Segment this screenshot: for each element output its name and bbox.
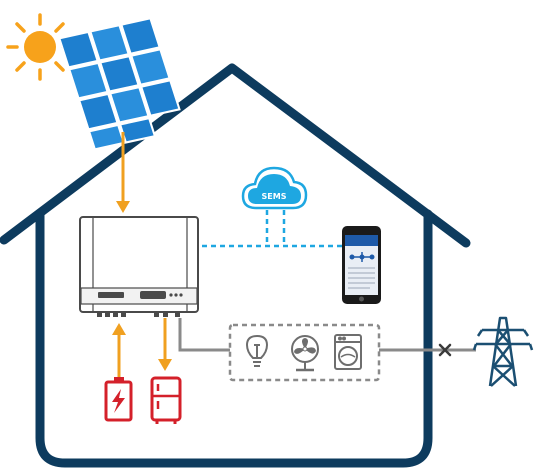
data-link-lines xyxy=(202,210,342,248)
battery-flow-up-arrow xyxy=(112,323,126,378)
inverter-icon xyxy=(79,216,199,317)
cloud-icon: SEMS xyxy=(241,166,308,210)
battery-icon xyxy=(104,377,133,422)
battery-flow-down-arrow xyxy=(158,318,172,371)
smartphone-icon xyxy=(342,226,381,304)
washing-machine-icon xyxy=(334,334,362,370)
house-outline xyxy=(0,63,471,468)
power-tower-icon xyxy=(472,316,534,387)
cloud-label: SEMS xyxy=(262,192,287,201)
battery-cabinet-icon xyxy=(150,376,182,424)
load-feed-line xyxy=(178,318,230,352)
disconnect-x-icon xyxy=(438,343,452,357)
light-bulb-icon xyxy=(245,334,269,367)
solar-panel-icon xyxy=(58,17,181,151)
fan-icon xyxy=(291,335,319,372)
solar-flow-arrow xyxy=(116,132,130,213)
